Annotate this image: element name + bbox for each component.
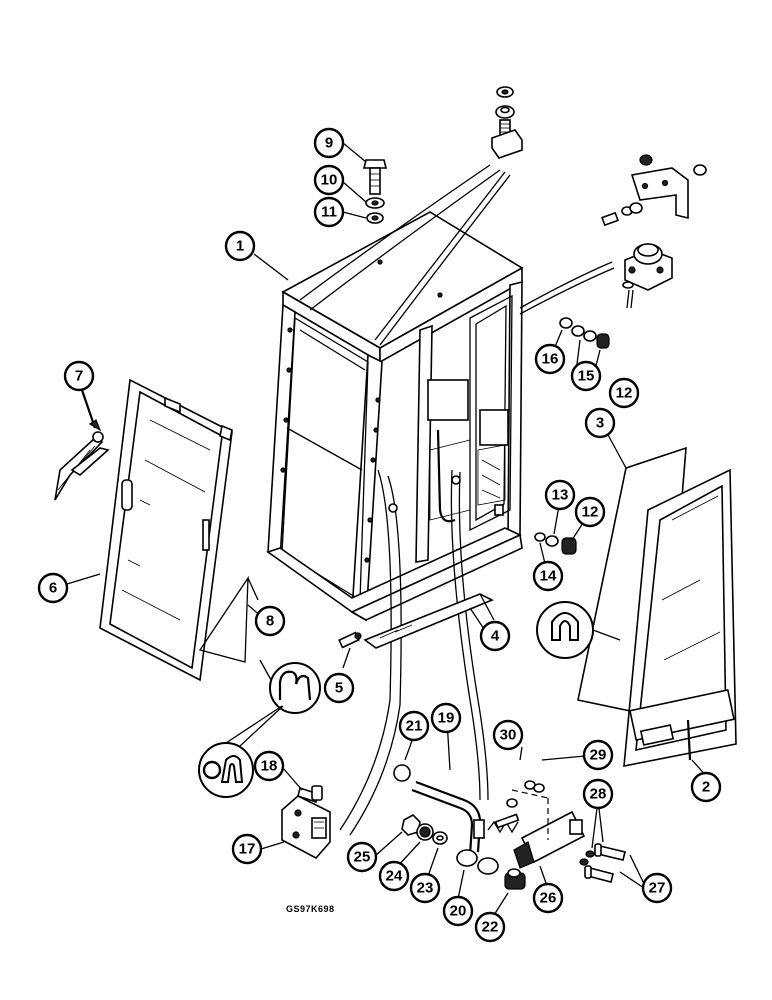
door-seal-strip bbox=[198, 575, 259, 663]
sill-trim bbox=[363, 593, 495, 649]
hose-lines bbox=[299, 164, 615, 836]
callout-label: 8 bbox=[266, 613, 274, 630]
wiper-arm bbox=[54, 389, 110, 501]
callout-label: 26 bbox=[540, 890, 557, 907]
callout-label: 19 bbox=[438, 710, 455, 727]
callout-label: 13 bbox=[552, 487, 569, 504]
callout-label: 11 bbox=[321, 204, 337, 221]
callout-1: 1 bbox=[224, 230, 256, 262]
side-bracket-hardware bbox=[601, 154, 707, 309]
callout-16: 16 bbox=[534, 343, 566, 375]
callout-24: 24 bbox=[378, 860, 410, 892]
callout-12-lower: 12 bbox=[574, 496, 606, 528]
callout-label: 2 bbox=[702, 779, 710, 796]
callout-label: 12 bbox=[582, 504, 599, 521]
nut-washer-set-upper bbox=[559, 317, 610, 349]
figure-code: GS97K698 bbox=[286, 904, 335, 914]
callout-9: 9 bbox=[313, 127, 345, 159]
hinge-plate bbox=[281, 785, 331, 860]
callout-2: 2 bbox=[690, 771, 722, 803]
callout-13: 13 bbox=[544, 479, 576, 511]
callout-label: 20 bbox=[450, 903, 467, 920]
callout-label: 5 bbox=[335, 680, 343, 697]
callout-label: 6 bbox=[49, 580, 57, 597]
callout-11: 11 bbox=[313, 196, 345, 228]
callout-label: 16 bbox=[542, 351, 559, 368]
bolt-and-washers bbox=[342, 142, 388, 224]
callout-4: 4 bbox=[479, 620, 511, 652]
callout-label: 12 bbox=[616, 385, 633, 402]
callout-label: 25 bbox=[354, 849, 371, 866]
callout-23: 23 bbox=[409, 872, 441, 904]
callout-label: 15 bbox=[578, 368, 595, 385]
callout-30: 30 bbox=[492, 719, 524, 751]
seal-profile-icon bbox=[259, 659, 321, 714]
callout-15: 15 bbox=[570, 360, 602, 392]
callout-10: 10 bbox=[313, 164, 345, 196]
callout-14: 14 bbox=[532, 560, 564, 592]
nut-washer-set-lower bbox=[534, 532, 577, 555]
callout-18: 18 bbox=[253, 750, 285, 782]
callout-22: 22 bbox=[474, 911, 506, 943]
callout-27: 27 bbox=[641, 872, 673, 904]
roof-bracket-hardware bbox=[491, 86, 523, 159]
callout-26: 26 bbox=[532, 882, 564, 914]
callout-20: 20 bbox=[442, 895, 474, 927]
callout-12-upper: 12 bbox=[608, 377, 640, 409]
small-fastener bbox=[338, 631, 362, 669]
callout-3: 3 bbox=[584, 407, 616, 439]
right-door bbox=[623, 468, 737, 767]
callout-19: 19 bbox=[430, 702, 462, 734]
callout-label: 7 bbox=[75, 368, 83, 385]
callout-label: 18 bbox=[261, 758, 278, 775]
cab-frame bbox=[266, 211, 524, 622]
callout-8: 8 bbox=[254, 605, 286, 637]
callout-label: 29 bbox=[590, 747, 607, 764]
callout-label: 9 bbox=[325, 135, 333, 152]
clip-profile-icon bbox=[198, 705, 284, 798]
callout-label: 14 bbox=[540, 568, 557, 585]
callout-label: 1 bbox=[236, 238, 244, 255]
callout-label: 27 bbox=[649, 880, 666, 897]
lever-hardware bbox=[401, 814, 448, 845]
callout-label: 22 bbox=[482, 919, 499, 936]
callout-label: 21 bbox=[406, 718, 423, 735]
handle-rod-assembly bbox=[393, 764, 586, 890]
callout-label: 4 bbox=[491, 628, 500, 645]
callout-label: 30 bbox=[500, 727, 517, 744]
callout-21: 21 bbox=[398, 710, 430, 742]
callout-7: 7 bbox=[63, 360, 95, 392]
callout-25: 25 bbox=[346, 841, 378, 873]
callout-5: 5 bbox=[323, 672, 355, 704]
callout-17: 17 bbox=[231, 833, 263, 865]
left-door bbox=[99, 378, 233, 682]
clip-detail-icon bbox=[536, 601, 621, 659]
callout-28: 28 bbox=[582, 778, 614, 810]
callout-29: 29 bbox=[582, 739, 614, 771]
callout-label: 23 bbox=[417, 880, 434, 897]
callout-6: 6 bbox=[37, 572, 69, 604]
callout-label: 28 bbox=[590, 786, 607, 803]
callout-label: 24 bbox=[386, 868, 403, 885]
callout-label: 17 bbox=[239, 841, 256, 858]
callout-label: 10 bbox=[321, 172, 338, 189]
callout-label: 3 bbox=[596, 415, 604, 432]
latch-screws bbox=[579, 843, 626, 883]
